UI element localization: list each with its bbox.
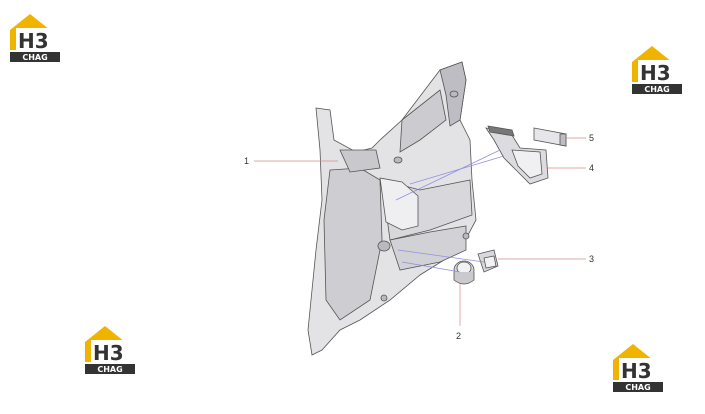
part-2-plug	[453, 260, 475, 285]
logo-bottom-right: H3 CHAG	[609, 340, 665, 392]
logo-top-left: H3 CHAG	[6, 10, 62, 62]
logo-top-right: H3 CHAG	[628, 42, 684, 94]
part-3-clip	[477, 249, 499, 273]
callout-5: 5	[589, 133, 594, 143]
logo-label: CHAG	[625, 383, 650, 392]
callout-leaders	[254, 137, 586, 326]
callout-3: 3	[589, 254, 594, 264]
logo-mark: H3	[621, 359, 652, 383]
callout-4: 4	[589, 163, 594, 173]
logo-mark: H3	[640, 61, 671, 85]
part-5-plate	[533, 127, 567, 147]
assembly-lines	[395, 149, 505, 273]
logo-label: CHAG	[22, 53, 47, 62]
logo-mark: H3	[18, 29, 49, 53]
part-4-bracket	[485, 125, 549, 185]
logo-label: CHAG	[97, 365, 122, 374]
trim-panel	[307, 61, 477, 356]
logo-label: CHAG	[644, 85, 669, 94]
logo-bottom-left: H3 CHAG	[81, 322, 137, 374]
callout-1: 1	[244, 156, 249, 166]
logo-mark: H3	[93, 341, 124, 365]
callout-2: 2	[456, 331, 461, 341]
